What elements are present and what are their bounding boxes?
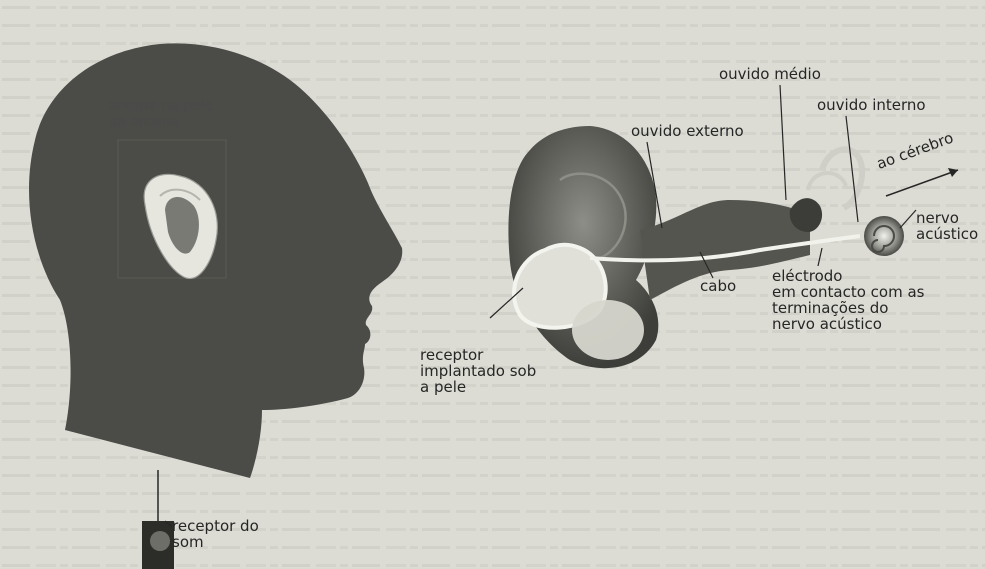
electrode-label-line: em contacto com as	[772, 284, 925, 300]
inner-ear-label: ouvido interno	[817, 97, 926, 113]
sound-receiver-label: receptor do som	[172, 518, 259, 550]
antenna-label-line: antena na pele	[108, 98, 213, 114]
electrode-label-line: terminações do	[772, 300, 925, 316]
implanted-receiver-label-line: implantado sob	[420, 363, 536, 379]
acoustic-nerve-label: nervo acústico	[916, 210, 978, 242]
acoustic-nerve-label-line: acústico	[916, 226, 978, 242]
outer-ear-label: ouvido externo	[631, 123, 744, 139]
sound-receiver-label-line: som	[172, 534, 259, 550]
electrode-label-line: eléctrodo	[772, 268, 925, 284]
implanted-receiver-label: receptor implantado sob a pele	[420, 347, 536, 395]
cochlea	[864, 216, 904, 256]
middle-ear-label: ouvido médio	[719, 66, 821, 82]
antenna-label: antena na pele da antena	[108, 98, 213, 130]
implanted-receiver-label-line: a pele	[420, 379, 536, 395]
cable-label: cabo	[700, 278, 736, 294]
antenna-label-line: da antena	[108, 114, 213, 130]
sound-receiver-label-line: receptor do	[172, 518, 259, 534]
electrode-label-line: nervo acústico	[772, 316, 925, 332]
acoustic-nerve-label-line: nervo	[916, 210, 978, 226]
implanted-receiver-label-line: receptor	[420, 347, 536, 363]
electrode-label: eléctrodo em contacto com as terminações…	[772, 268, 925, 332]
